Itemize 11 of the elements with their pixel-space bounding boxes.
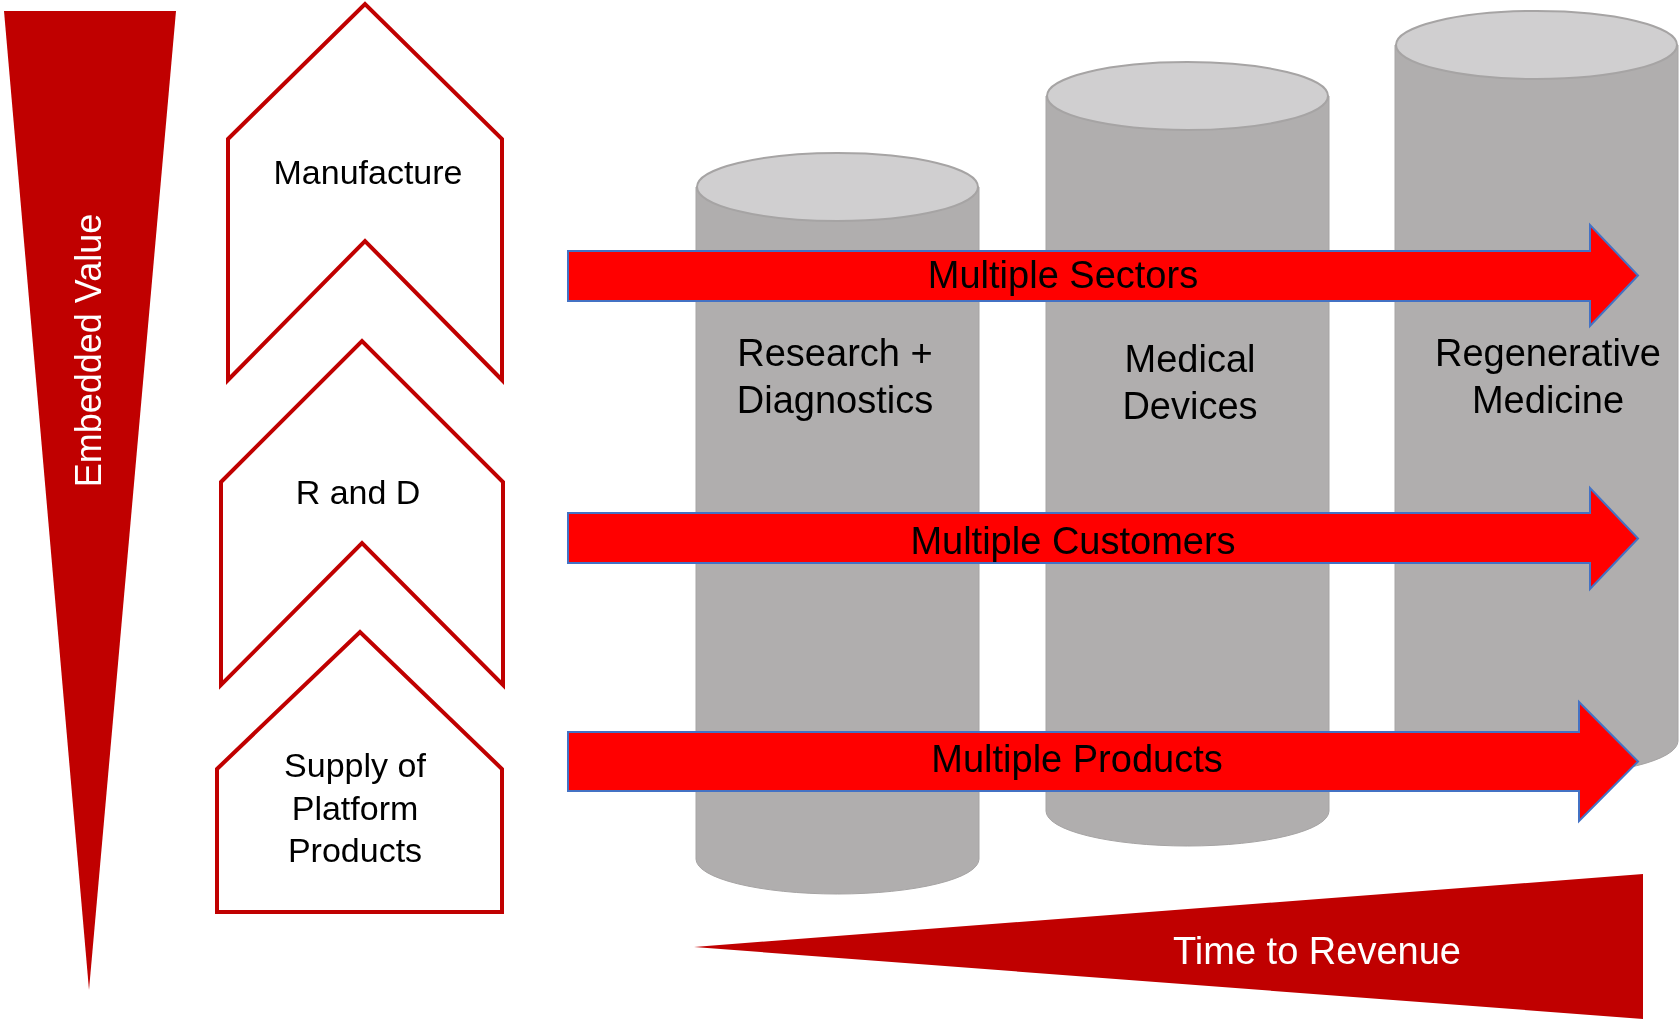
shape-label: Multiple Products xyxy=(930,737,1224,782)
shape-label: Manufacture xyxy=(272,151,464,193)
shape-label: Research + Diagnostics xyxy=(735,330,935,423)
shape-label: Multiple Customers xyxy=(909,519,1237,564)
shape-label: Embedded Value xyxy=(66,212,110,489)
shape-label: Medical Devices xyxy=(1121,336,1259,429)
shape-label: Multiple Sectors xyxy=(926,253,1200,298)
shape-label: R and D xyxy=(294,471,422,513)
shape-label: Regenerative Medicine xyxy=(1433,330,1662,423)
shape-label: Time to Revenue xyxy=(1172,929,1462,974)
shape-label: Supply of Platform Products xyxy=(283,745,427,871)
